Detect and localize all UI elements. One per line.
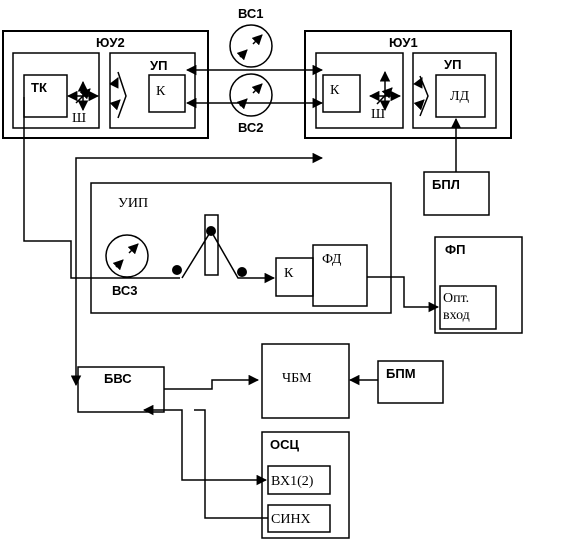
- label-k-you1: К: [330, 83, 340, 98]
- connector-dot-1: [172, 265, 182, 275]
- wire-bvs-sinx: [194, 409, 268, 519]
- label-vx: ВХ1(2): [271, 474, 314, 489]
- label-fp-input: Опт.вход: [443, 291, 470, 323]
- you1-k-group: [315, 52, 404, 129]
- label-k-uip: К: [284, 266, 294, 281]
- shutter-icon-right: [368, 70, 402, 112]
- block-you2: ЮУ2 ТК Ш УП К: [2, 30, 209, 139]
- fp-optical-input: [439, 285, 497, 330]
- block-k-you1: [322, 74, 361, 113]
- label-you1: ЮУ1: [389, 35, 418, 50]
- label-uip: УИП: [118, 196, 148, 211]
- label-fd: ФД: [322, 252, 342, 267]
- label-up-right: УП: [444, 57, 461, 72]
- arrow-chevron-icon-right: [413, 75, 429, 117]
- label-bpm: БПМ: [386, 366, 416, 381]
- label-vs3: ВС3: [112, 283, 138, 298]
- block-bpm: [377, 360, 444, 404]
- label-sh-right: Ш: [371, 107, 385, 122]
- shutter-icon-left: [66, 80, 100, 112]
- block-uip: УИП ВС3 К ФД: [90, 182, 392, 314]
- block-osc: ОСЦ ВХ1(2) СИНХ: [261, 431, 350, 539]
- label-you2: ЮУ2: [96, 35, 125, 50]
- wire-tk-uip: [23, 97, 180, 279]
- block-k-uip: [275, 257, 314, 297]
- you2-tk-group: [12, 52, 100, 129]
- block-up-left: [109, 52, 196, 129]
- label-vs1: ВС1: [238, 6, 264, 21]
- wire-fd-fp: [367, 276, 440, 313]
- label-ld: ЛД: [450, 89, 469, 104]
- meter-vs2: ВС2: [229, 73, 273, 135]
- osc-input-vx: [267, 465, 331, 495]
- meter-vs3: [105, 234, 149, 278]
- wire-bvs-you1: [70, 152, 324, 387]
- label-sh-left: Ш: [72, 111, 86, 126]
- block-fp: ФП Опт.вход: [434, 236, 523, 334]
- block-you1: ЮУ1 К Ш УП ЛД: [304, 30, 512, 139]
- label-tk: ТК: [31, 80, 47, 95]
- label-sinx: СИНХ: [271, 512, 311, 527]
- label-bpl: БПЛ: [432, 177, 460, 192]
- label-bvs: БВС: [104, 371, 132, 386]
- meter-vs1: ВС1: [229, 6, 273, 68]
- label-up-left: УП: [150, 58, 167, 73]
- label-osc: ОСЦ: [270, 437, 300, 452]
- arrow-chevron-icon-left: [109, 71, 127, 119]
- label-k-up2: К: [156, 84, 166, 99]
- fiber-splitter: [204, 214, 219, 276]
- wire-bvs-chbm: [164, 374, 260, 390]
- connector-dot-3: [237, 267, 247, 277]
- label-vs2: ВС2: [238, 120, 264, 135]
- block-ld: [435, 74, 486, 118]
- label-chbm: ЧБМ: [282, 371, 312, 386]
- wire-bvs-vx: [142, 404, 268, 486]
- fiber-path: [181, 229, 276, 284]
- label-fp: ФП: [445, 242, 465, 257]
- block-k-up2: [148, 74, 186, 113]
